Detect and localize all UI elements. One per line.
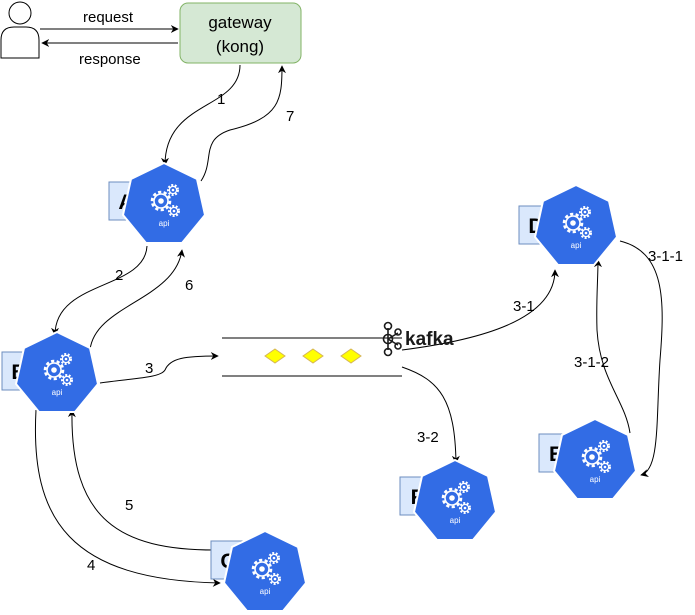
- kubernetes-api-icon: api: [533, 183, 619, 267]
- service-b[interactable]: B api: [1, 330, 100, 414]
- edge-3-2: [401, 366, 460, 464]
- service-f-api-label: api: [450, 516, 461, 525]
- step-label-6: 6: [185, 277, 193, 294]
- edge-3-1: [401, 269, 559, 351]
- gateway-title: gateway: [208, 13, 272, 32]
- service-a[interactable]: A api: [108, 161, 207, 245]
- kubernetes-api-icon: api: [412, 458, 498, 542]
- edge-3-1-2: [593, 259, 631, 434]
- edge-6: [89, 249, 185, 351]
- gateway-subtitle: (kong): [216, 37, 264, 56]
- service-f[interactable]: F api: [399, 458, 498, 542]
- edge-1: [161, 64, 241, 166]
- service-a-api-label: api: [159, 219, 170, 228]
- edge-5: [67, 409, 216, 551]
- service-e-api-label: api: [590, 475, 601, 484]
- request-label: request: [83, 9, 134, 26]
- response-label: response: [79, 51, 141, 68]
- step-label-2: 2: [115, 267, 123, 284]
- user-icon: [0, 1, 40, 59]
- kafka-logo-icon: [382, 321, 402, 357]
- service-e[interactable]: E api: [538, 417, 638, 501]
- kafka-queue: [222, 337, 402, 377]
- step-label-3: 3: [145, 360, 153, 377]
- service-c-api-label: api: [260, 587, 271, 596]
- kubernetes-api-icon: api: [121, 161, 207, 245]
- edge-7: [200, 65, 286, 182]
- message-diamond-icon: [264, 348, 286, 364]
- service-d[interactable]: D api: [518, 183, 619, 267]
- edge-4: [34, 409, 221, 587]
- step-label-4: 4: [87, 557, 95, 574]
- message-diamond-icon: [302, 348, 324, 364]
- kubernetes-api-icon: api: [14, 330, 100, 414]
- step-label-1: 1: [217, 91, 225, 108]
- message-diamond-icon: [340, 348, 362, 364]
- service-d-api-label: api: [571, 241, 582, 250]
- edge-3: [99, 352, 219, 384]
- kafka-brand-label: kafka: [405, 329, 454, 350]
- step-label-3-1-1: 3-1-1: [648, 248, 683, 265]
- service-b-api-label: api: [52, 388, 63, 397]
- edge-2: [51, 245, 148, 336]
- step-label-3-1-2: 3-1-2: [574, 354, 609, 371]
- step-label-7: 7: [286, 108, 294, 125]
- step-label-5: 5: [125, 497, 133, 514]
- edge-3-1-1: [619, 240, 663, 478]
- step-label-3-1: 3-1: [513, 298, 535, 315]
- gateway-box[interactable]: gateway (kong): [179, 2, 302, 64]
- service-c[interactable]: C api: [210, 529, 308, 613]
- step-label-3-2: 3-2: [417, 429, 439, 446]
- kubernetes-api-icon: api: [552, 417, 638, 501]
- kubernetes-api-icon: api: [222, 529, 308, 613]
